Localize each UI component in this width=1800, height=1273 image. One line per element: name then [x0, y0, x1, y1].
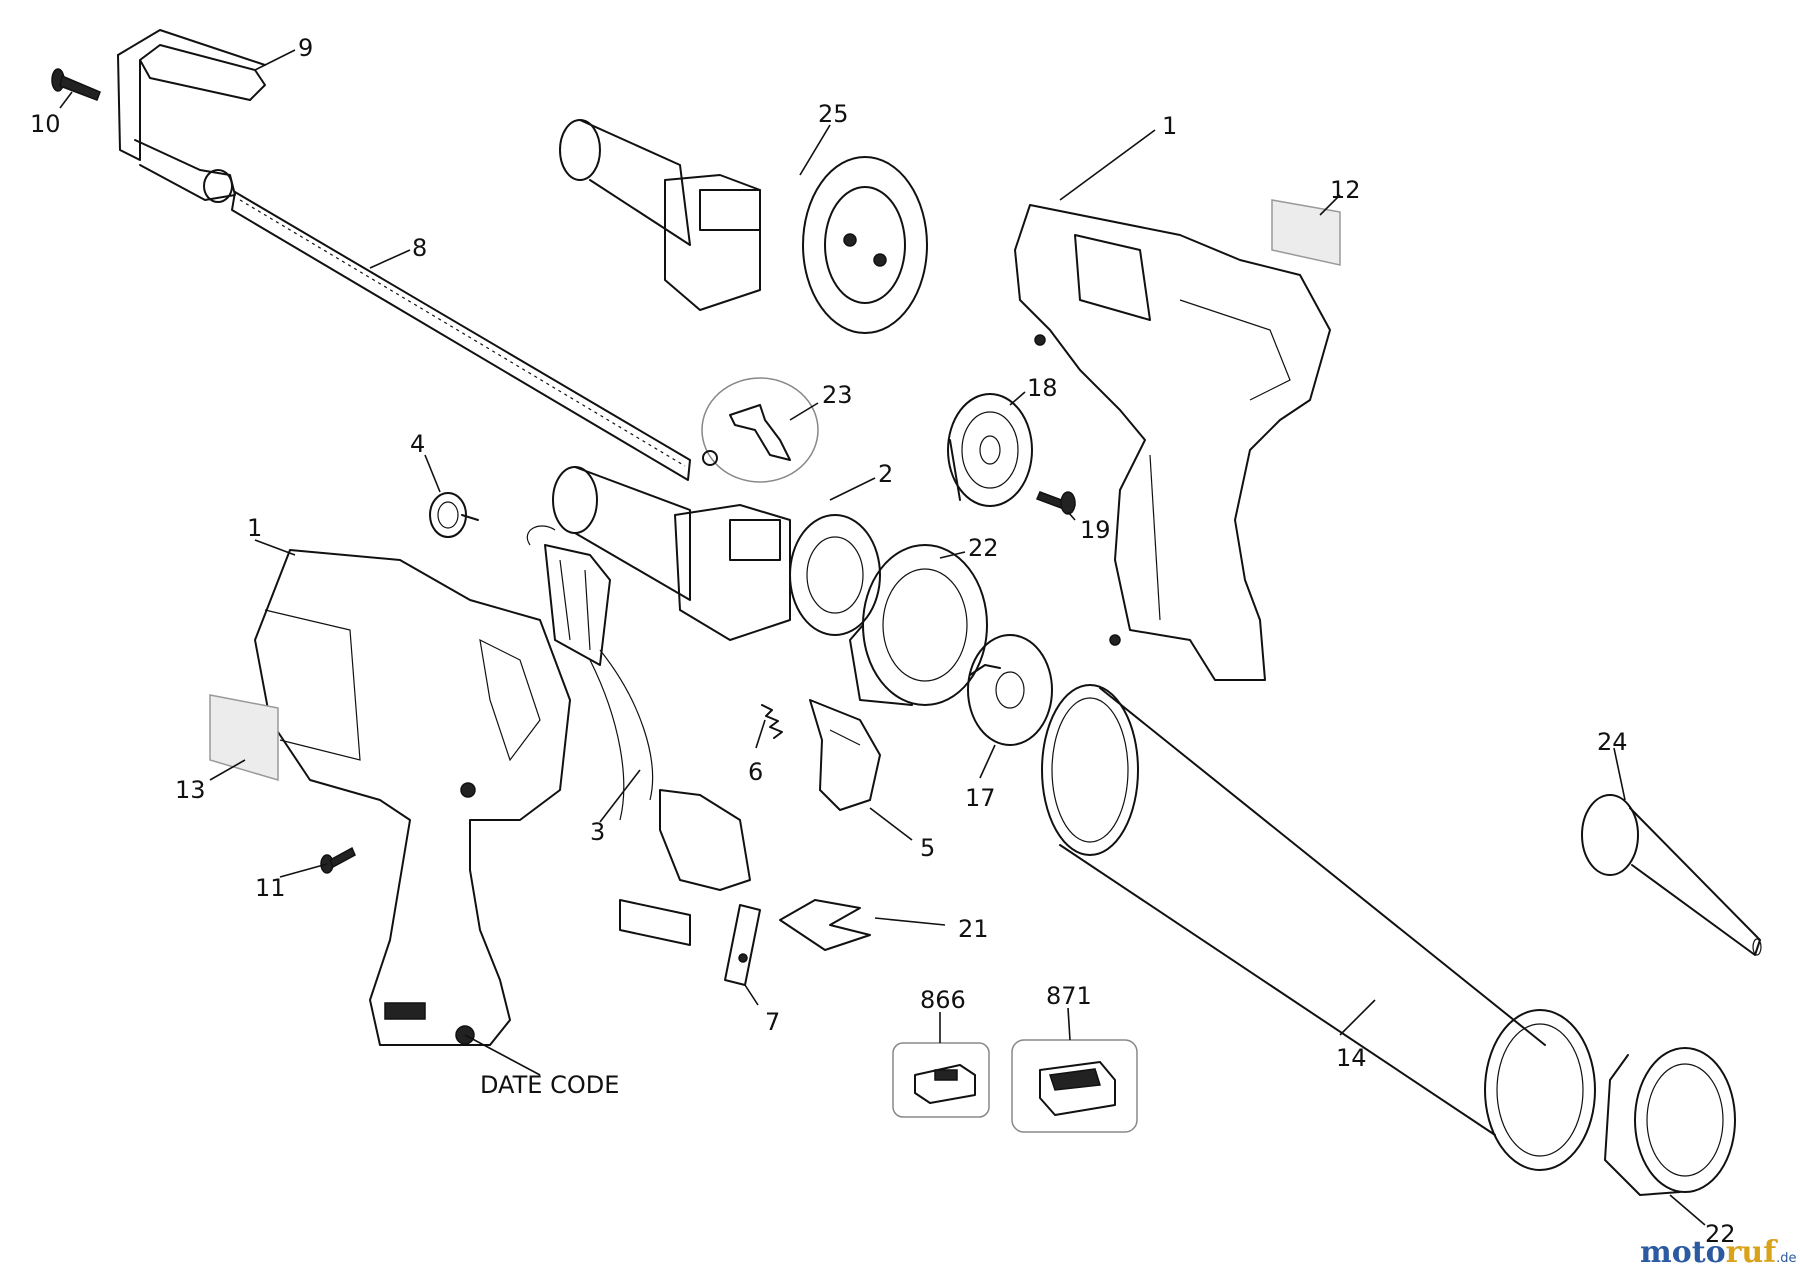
part-5-trigger [809, 699, 881, 811]
callout-13: 13 [175, 776, 206, 804]
callout-12: 12 [1330, 176, 1361, 204]
callout-25: 25 [818, 100, 849, 128]
watermark-logo: motoruf.de [1640, 1235, 1797, 1270]
part-12-label [1271, 199, 1341, 266]
part-18-disc [947, 393, 1033, 507]
callout-866: 866 [920, 986, 966, 1014]
callout-23: 23 [822, 381, 853, 409]
callout-18: 18 [1027, 374, 1058, 402]
callout-24: 24 [1597, 728, 1628, 756]
part-24-nozzle [1581, 794, 1762, 956]
callout-labels: 9 10 8 25 1 12 23 4 2 18 19 1 22 13 6 17… [30, 34, 1736, 1248]
callout-5: 5 [920, 834, 935, 862]
callout-21: 21 [958, 915, 989, 943]
inset-866-battery [892, 1042, 990, 1118]
callout-8: 8 [412, 234, 427, 262]
callout-9: 9 [298, 34, 313, 62]
part-23-lever-inset [701, 377, 819, 483]
part-4-gear [429, 492, 479, 538]
callout-1-top: 1 [1162, 112, 1177, 140]
part-8-rack-rod [231, 191, 691, 481]
part-14-cartridge-tube [1041, 684, 1596, 1171]
part-22-collar-ring-mid [849, 544, 988, 706]
callout-871: 871 [1046, 982, 1092, 1010]
part-11-screw [320, 846, 356, 874]
part-7-clip [724, 904, 761, 986]
part-6-spring [761, 704, 783, 739]
callout-7: 7 [765, 1008, 780, 1036]
callout-4: 4 [410, 430, 425, 458]
callout-1-left: 1 [247, 514, 262, 542]
date-code-label: DATE CODE [480, 1071, 619, 1099]
part-9-rod-handle [117, 29, 266, 203]
part-1-housing-left [254, 549, 571, 1046]
part-13-label [209, 694, 279, 782]
callout-3: 3 [590, 818, 605, 846]
part-22-end-cap-bottom [1604, 1047, 1736, 1196]
callout-22-bottom: 22 [1705, 1220, 1736, 1248]
callout-10: 10 [30, 110, 61, 138]
part-10-screw [51, 68, 101, 101]
part-3-wiring-switch [526, 525, 751, 946]
inset-871-charger [1011, 1039, 1138, 1133]
part-19-screw [1036, 491, 1076, 515]
part-25-motor-gearbox-assembly [559, 119, 928, 334]
callout-6: 6 [748, 758, 763, 786]
callout-17: 17 [965, 784, 996, 812]
callout-19: 19 [1080, 516, 1111, 544]
part-21-shim [779, 899, 871, 951]
callout-2: 2 [878, 460, 893, 488]
part-2-motor-assembly [552, 466, 881, 641]
callout-14: 14 [1336, 1044, 1367, 1072]
callout-22-mid: 22 [968, 534, 999, 562]
callout-11: 11 [255, 874, 286, 902]
leader-lines [59, 49, 1706, 1226]
part-1-housing-right [1014, 204, 1331, 681]
part-17-plunger-disc [967, 634, 1053, 746]
svg-text:motoruf.de: motoruf.de [1640, 1235, 1797, 1270]
